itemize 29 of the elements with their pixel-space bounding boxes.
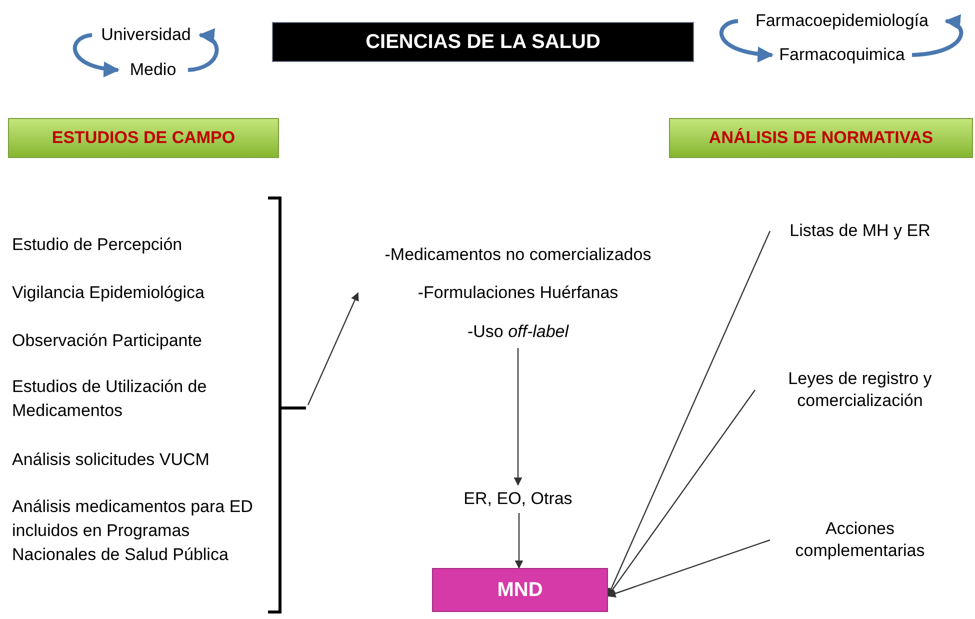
text-label: Farmacoquimica (779, 44, 905, 66)
text-label: ER, EO, Otras (464, 488, 572, 510)
curved-arrow (912, 16, 963, 57)
text-label: Listas de MH y ER (790, 220, 930, 242)
list-item: Análisis solicitudes VUCM (12, 449, 210, 471)
list-item: Vigilancia Epidemiológica (12, 282, 206, 304)
curved-arrow (720, 19, 774, 62)
text-label: Farmacoepidemiología (756, 10, 928, 32)
arrow (307, 292, 359, 406)
list-item: Análisis medicamentos para ED incluidos en Programas Nacionales de Salud Pública (12, 496, 254, 566)
text-label: Universidad (101, 24, 191, 46)
arrow (514, 348, 522, 486)
curved-arrow (72, 33, 120, 77)
text-label: Leyes de registro y comercialización (787, 368, 933, 412)
text-label: Medio (130, 59, 176, 81)
list-item: -Uso off-label (467, 320, 569, 342)
curved-arrow (188, 30, 219, 72)
text-label: Acciones complementarias (794, 518, 926, 562)
section-banner: ESTUDIOS DE CAMPO (8, 118, 279, 158)
title-banner: CIENCIAS DE LA SALUD (272, 22, 694, 62)
section-banner: ANÁLISIS DE NORMATIVAS (669, 118, 973, 158)
list-item: Estudio de Percepción (12, 234, 184, 256)
result-box: MND (432, 568, 608, 612)
list-item: Observación Participante (12, 330, 203, 352)
list-item: -Formulaciones Huérfanas (418, 282, 618, 304)
list-item: -Medicamentos no comercializados (384, 244, 652, 266)
arrow (514, 513, 524, 569)
arrow (607, 539, 770, 598)
list-item: Estudios de Utilización de Medicamentos (12, 376, 208, 422)
